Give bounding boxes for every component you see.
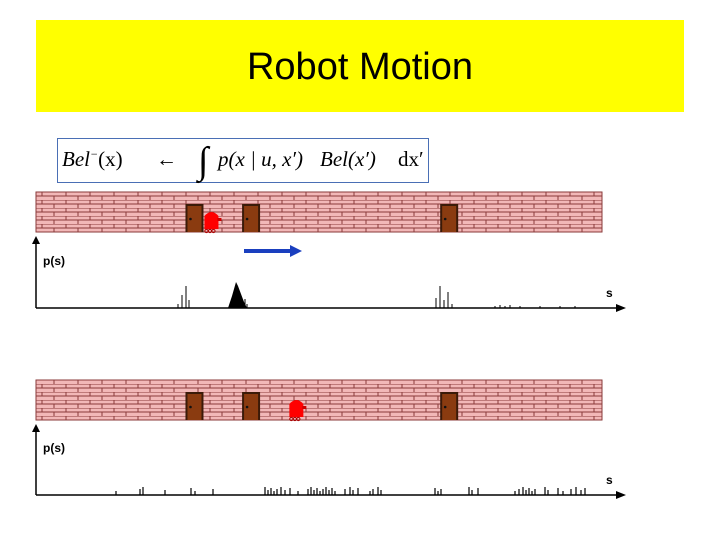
- plot-bottom-axes: [32, 424, 626, 499]
- belief-peak: [228, 282, 247, 308]
- door: [242, 392, 260, 420]
- distribution-top: [178, 282, 575, 308]
- wall-top: [36, 192, 602, 232]
- door: [440, 392, 458, 420]
- plot-bottom-ylabel: p(s): [43, 441, 65, 455]
- plot-top-xlabel: s: [606, 286, 613, 300]
- door: [440, 204, 458, 232]
- plot-top-axes: [32, 236, 626, 312]
- wall-bottom: [36, 380, 602, 420]
- distribution-bottom: [116, 487, 585, 495]
- plot-bottom-xlabel: s: [606, 473, 613, 487]
- door: [242, 204, 260, 232]
- motion-arrow: [244, 245, 302, 257]
- door: [185, 392, 203, 420]
- plot-top-ylabel: p(s): [43, 254, 65, 268]
- door: [185, 204, 203, 232]
